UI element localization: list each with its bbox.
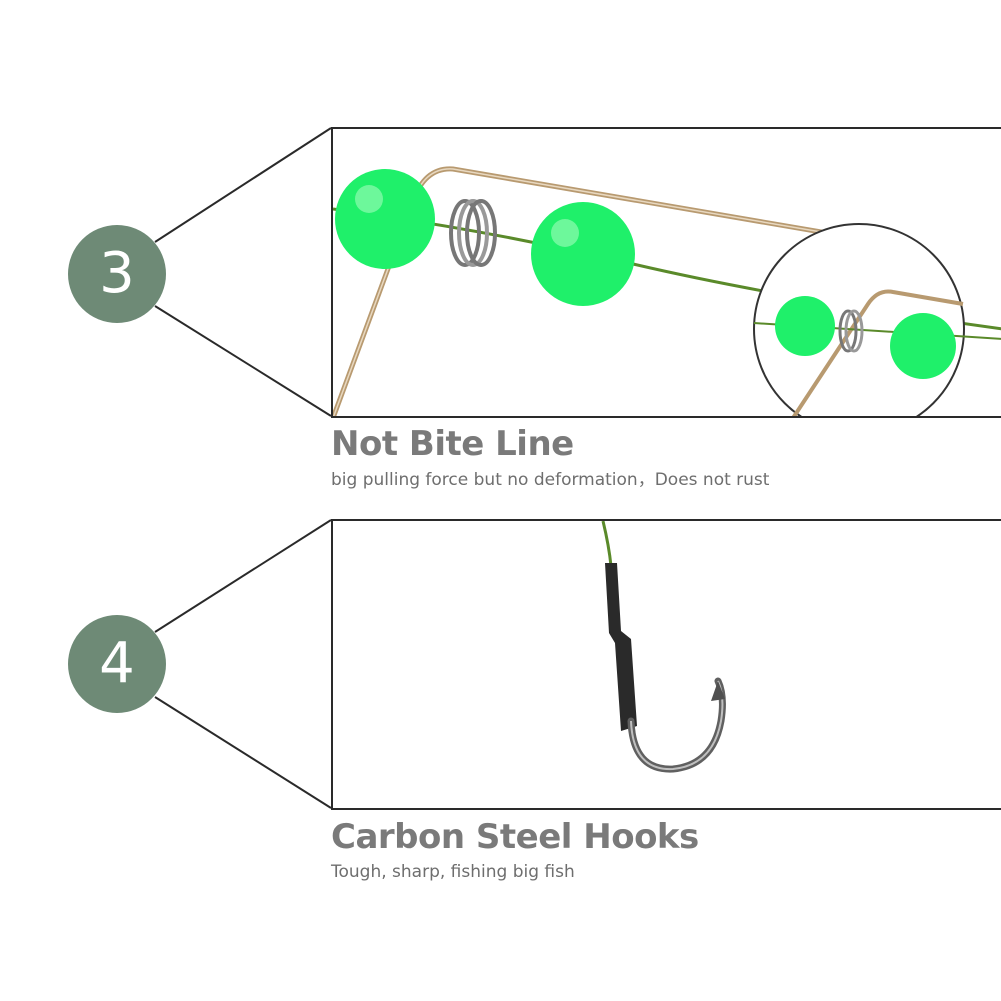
wire-beads-icon bbox=[333, 166, 1001, 416]
step-4-number: 4 bbox=[99, 631, 135, 696]
feature-3-title: Not Bite Line bbox=[331, 424, 574, 464]
wire-beads-image-panel bbox=[331, 127, 1001, 418]
step-4-badge: 4 bbox=[68, 615, 166, 713]
hook-image-panel bbox=[331, 519, 1001, 810]
step-3-badge: 3 bbox=[68, 225, 166, 323]
step-3-number: 3 bbox=[99, 241, 135, 306]
feature-4-title: Carbon Steel Hooks bbox=[331, 817, 699, 857]
feature-4-subtitle: Tough, sharp, fishing big fish bbox=[331, 862, 575, 882]
feature-3-subtitle: big pulling force but no deformation，Doe… bbox=[331, 470, 770, 490]
fishing-hook-icon bbox=[601, 521, 726, 773]
